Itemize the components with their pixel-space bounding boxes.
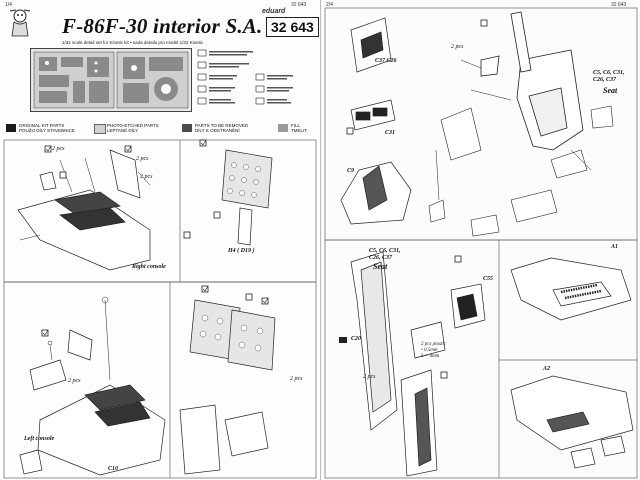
right-header-code: 32 643 (611, 2, 627, 8)
label-2pcs-top: 2 pcs (451, 44, 464, 50)
right-page-number: 2/4 (326, 2, 333, 8)
brand-logo: eduard (262, 8, 286, 15)
label-c37-c26: C37 C26 (375, 58, 397, 64)
label-c55: C55 (483, 276, 494, 282)
label-2pcs-e: 2 pcs (290, 376, 303, 382)
label-seat-ids-top: C5, C6, C31, C26, C37 (593, 70, 625, 83)
legend-label-kit: ORIGINAL KIT PARTS POUŽIJ DÍLY STAVEBNIC… (19, 123, 75, 133)
legend-label-remove: PARTS TO BE REMOVED DÍLY K ODSTRANĚNÍ (195, 123, 249, 133)
label-plastic-rod: 2 pcs plastic • 0,5mm L = 4mm (421, 342, 446, 359)
legend-swatch-remove (182, 124, 192, 132)
left-drawings (3, 139, 317, 479)
legend-label-pe: PHOTO-ETCHED PARTS LEPTANÉ DÍLY (107, 123, 159, 133)
legend: ORIGINAL KIT PARTS POUŽIJ DÍLY STAVEBNIC… (6, 122, 316, 138)
label-c10: C10 (108, 466, 119, 472)
label-a1: A1 (611, 244, 619, 250)
left-page: 1/4 32 643 eduard F-86F-30 interior S.A.… (3, 2, 319, 479)
page-subtitle: 1/32 scale detail set for Kinetic kit • … (62, 40, 204, 45)
legend-swatch-fill (278, 124, 288, 132)
label-2pcs-c: 2 pcs (140, 174, 153, 180)
label-seat-ids-bottom: C5, C6, C31, C26, C37 (369, 248, 401, 261)
legend-swatch-kit (6, 124, 16, 132)
label-c20: C20 (351, 336, 362, 342)
label-left-console: Left console (24, 436, 55, 442)
page-title: F-86F-30 interior S.A. (62, 14, 263, 38)
left-page-number: 1/4 (5, 2, 12, 8)
label-2pcs-d: 2 pcs (68, 378, 81, 384)
left-header-code: 32 643 (291, 2, 307, 8)
label-h4: H4 ( D19 ) (228, 248, 255, 254)
right-drawings (324, 7, 638, 479)
legend-swatch-pe (94, 124, 106, 134)
label-c9: C9 (347, 168, 355, 174)
label-seat-bottom: Seat (373, 262, 388, 271)
label-seat-top: Seat (603, 86, 618, 95)
legend-label-fill: FILL TMELIT (291, 123, 308, 133)
label-2pcs-b: 2 pcs (136, 156, 149, 162)
label-a2: A2 (543, 366, 551, 372)
label-2pcs-bottom: 2 pcs (363, 374, 376, 380)
label-right-console: Right console (132, 264, 166, 270)
symbol-key (196, 48, 314, 112)
label-c31: C31 (385, 130, 396, 136)
right-page: 2/4 32 643 (320, 0, 640, 480)
fret-thumbnail (30, 48, 192, 112)
product-code: 32 643 (266, 17, 319, 37)
mascot-logo (8, 8, 32, 40)
label-2pcs-a: 2 pcs (52, 146, 65, 152)
